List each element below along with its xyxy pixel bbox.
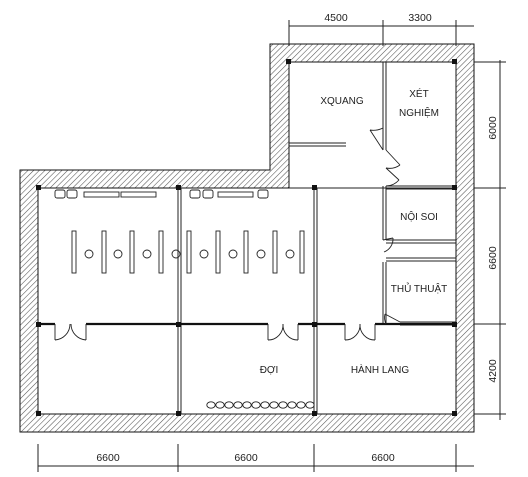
waiting-seats bbox=[206, 401, 315, 409]
room-label-xet-nghiem-1: XÉT bbox=[409, 87, 428, 100]
room-labels: XQUANG XÉT NGHIỆM NỘI SOI THỦ THUẬT ĐỢI … bbox=[260, 87, 448, 376]
dimension-right: 6000 6600 4200 bbox=[474, 60, 506, 420]
doors bbox=[54, 127, 401, 341]
room-label-thu-thuat: THỦ THUẬT bbox=[391, 282, 447, 295]
dimension-right-1: 6000 bbox=[487, 116, 499, 140]
beds bbox=[71, 230, 305, 274]
dimension-right-2: 6600 bbox=[487, 246, 499, 270]
dimension-bottom-3: 6600 bbox=[371, 452, 395, 464]
columns bbox=[36, 59, 457, 416]
dimension-bottom-1: 6600 bbox=[96, 452, 120, 464]
room-label-hanh-lang: HÀNH LANG bbox=[351, 363, 410, 376]
room-label-xquang: XQUANG bbox=[320, 96, 364, 107]
dimension-top-1: 4500 bbox=[324, 12, 348, 24]
room-label-xet-nghiem-2: NGHIỆM bbox=[399, 106, 439, 119]
dimension-right-3: 4200 bbox=[487, 359, 499, 383]
room-label-noi-soi: NỘI SOI bbox=[400, 210, 438, 223]
sinks bbox=[54, 189, 269, 199]
room-label-doi: ĐỢI bbox=[260, 365, 279, 376]
dimension-top-2: 3300 bbox=[408, 12, 432, 24]
dimension-bottom-2: 6600 bbox=[234, 452, 258, 464]
dimension-top: 4500 3300 bbox=[288, 12, 474, 46]
dimension-bottom: 6600 6600 6600 bbox=[37, 444, 474, 472]
